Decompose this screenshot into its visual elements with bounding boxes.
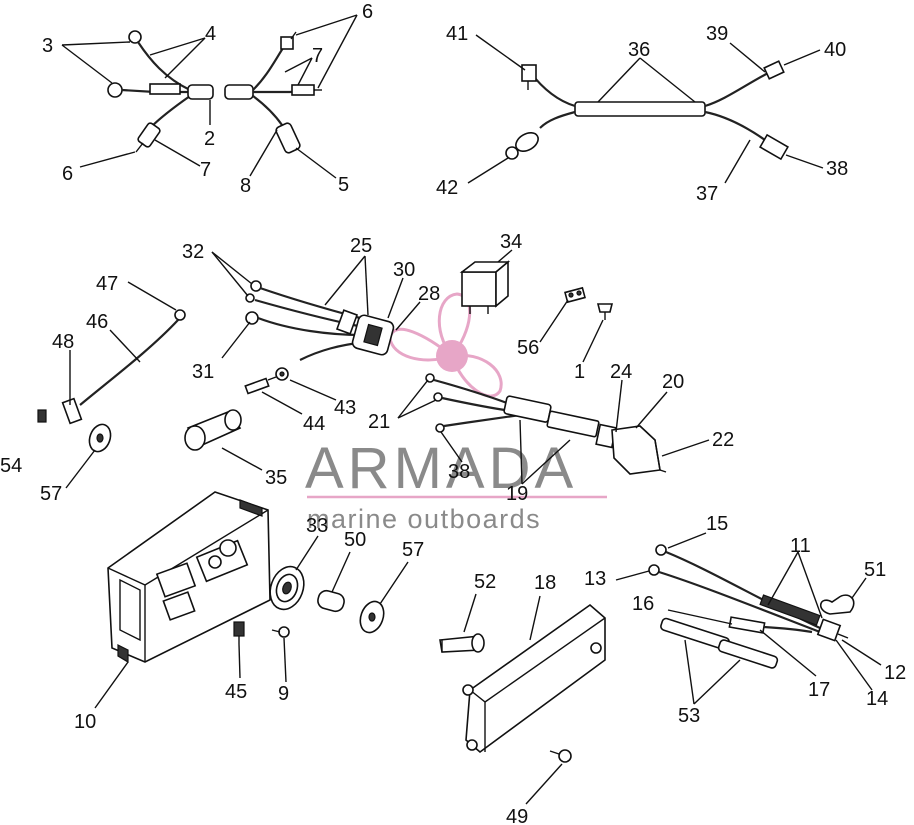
part-label-39: 39 xyxy=(706,23,728,45)
cover-plate-group: 52 18 49 xyxy=(439,571,606,825)
part-label-38-middle: 38 xyxy=(448,461,470,483)
power-pack-group: 10 33 50 57 45 9 xyxy=(74,491,424,733)
ground-strap-group: 47 46 48 54 57 xyxy=(0,273,186,505)
part-label-42: 42 xyxy=(436,177,458,199)
part-label-32: 32 xyxy=(182,241,204,263)
part-label-6-left: 6 xyxy=(62,163,73,185)
ignition-harness-group: 56 1 24 20 22 21 38 19 xyxy=(368,286,734,505)
part-label-21: 21 xyxy=(368,411,390,433)
part-label-9: 9 xyxy=(278,683,289,705)
part-label-34: 34 xyxy=(500,231,522,253)
watermark-brand: ARMADA xyxy=(305,436,577,501)
part-label-57-left: 57 xyxy=(40,483,62,505)
part-label-4: 4 xyxy=(205,23,216,45)
part-label-2: 2 xyxy=(204,128,215,150)
part-label-51: 51 xyxy=(864,559,886,581)
part-label-8: 8 xyxy=(240,175,251,197)
part-label-47: 47 xyxy=(96,273,118,295)
part-label-5: 5 xyxy=(338,174,349,196)
part-label-17: 17 xyxy=(808,679,830,701)
part-label-45: 45 xyxy=(225,681,247,703)
propeller-icon xyxy=(388,292,503,398)
sensor-harness-group: 15 13 11 51 16 12 17 14 53 xyxy=(584,513,906,727)
part-label-6-right: 6 xyxy=(362,1,373,23)
watermark: ARMADA marine outboards xyxy=(305,292,607,534)
part-label-49: 49 xyxy=(506,806,528,825)
part-label-56: 56 xyxy=(517,337,539,359)
part-label-44: 44 xyxy=(303,413,325,435)
part-label-10: 10 xyxy=(74,711,96,733)
part-label-43: 43 xyxy=(334,397,356,419)
part-label-52: 52 xyxy=(474,571,496,593)
part-label-37: 37 xyxy=(696,183,718,205)
part-label-25: 25 xyxy=(350,235,372,257)
part-label-41: 41 xyxy=(446,23,468,45)
part-label-11: 11 xyxy=(790,535,811,557)
part-label-1: 1 xyxy=(574,361,585,383)
watermark-tagline: marine outboards xyxy=(307,504,541,534)
part-label-40: 40 xyxy=(824,39,846,61)
part-label-46: 46 xyxy=(86,311,108,333)
part-label-28: 28 xyxy=(418,283,440,305)
part-label-15: 15 xyxy=(706,513,728,535)
part-label-3: 3 xyxy=(42,35,53,57)
part-label-7-left: 7 xyxy=(200,159,211,181)
part-label-7-right: 7 xyxy=(312,45,323,67)
part-label-54: 54 xyxy=(0,455,22,477)
main-harness-group: 32 25 30 28 34 31 43 44 35 xyxy=(182,231,522,489)
part-label-35: 35 xyxy=(265,467,287,489)
part-label-13: 13 xyxy=(584,568,606,590)
part-label-38-top: 38 xyxy=(826,158,848,180)
part-label-30: 30 xyxy=(393,259,415,281)
part-label-12: 12 xyxy=(884,662,906,684)
part-label-18: 18 xyxy=(534,572,556,594)
part-label-33: 33 xyxy=(306,515,328,537)
part-label-20: 20 xyxy=(662,371,684,393)
part-label-36: 36 xyxy=(628,39,650,61)
part-label-16: 16 xyxy=(632,593,654,615)
part-label-24: 24 xyxy=(610,361,632,383)
part-label-14: 14 xyxy=(866,688,888,710)
part-label-22: 22 xyxy=(712,429,734,451)
part-label-31: 31 xyxy=(192,361,214,383)
part-label-57-right: 57 xyxy=(402,539,424,561)
part-label-53: 53 xyxy=(678,705,700,727)
harness-top-right: 41 36 39 40 42 38 37 xyxy=(436,23,848,205)
harness-top-left: 3 4 2 6 7 6 7 8 5 xyxy=(42,1,373,197)
part-label-48: 48 xyxy=(52,331,74,353)
part-label-19: 19 xyxy=(506,483,528,505)
part-label-50: 50 xyxy=(344,529,366,551)
